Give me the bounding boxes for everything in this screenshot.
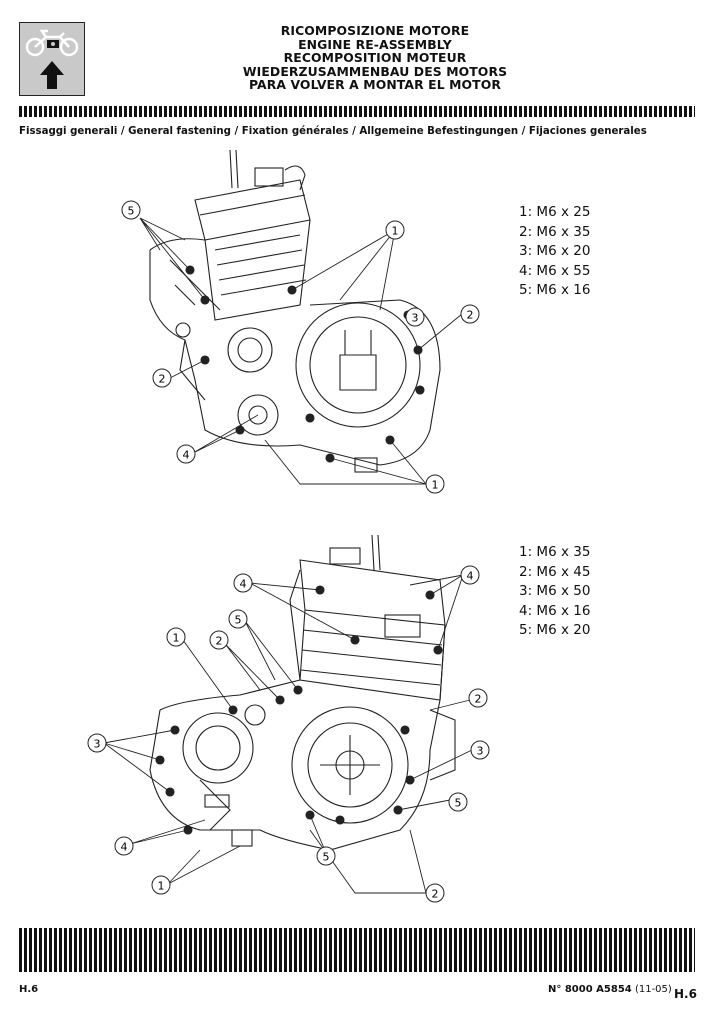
callouts-bottom: 4 4 1 2 5 2 3 3 5 4 5 1 2	[87, 565, 490, 903]
spec-item: 5: M6 x 16	[519, 282, 591, 299]
callout-label: 3	[412, 312, 419, 325]
spec-list-bottom: 1: M6 x 35 2: M6 x 45 3: M6 x 50 4: M6 x…	[519, 543, 590, 641]
engine-section-icon	[19, 22, 85, 96]
spec-item: 1: M6 x 35	[519, 544, 591, 560]
page-number-left: H.6	[19, 984, 39, 995]
callout-label: 5	[235, 614, 242, 627]
doc-date: (11-05)	[634, 984, 672, 995]
spec-list-top: 1: M6 x 25 2: M6 x 35 3: M6 x 20 4: M6 x…	[519, 203, 590, 301]
callout-label: 3	[477, 745, 484, 758]
document-number: N° 8000 A5854 (11-05)	[548, 984, 672, 995]
spec-item: 2: M6 x 35	[519, 223, 591, 240]
header-rule	[19, 106, 695, 117]
callouts-top: 5 1 3 2 2 4 1	[121, 200, 480, 494]
title-es: PARA VOLVER A MONTAR EL MOTOR	[248, 77, 501, 92]
title-fr: RECOMPOSITION MOTEUR	[283, 50, 467, 65]
callout-label: 3	[94, 738, 101, 751]
spec-item: 4: M6 x 16	[519, 602, 591, 619]
callout-label: 1	[432, 479, 439, 492]
callout-label: 5	[128, 205, 135, 218]
callout-label: 2	[216, 635, 223, 648]
title-de: WIEDERZUSAMMENBAU DES MOTORS	[242, 63, 508, 79]
callout-label: 2	[467, 309, 474, 322]
callout-label: 1	[158, 880, 165, 893]
engine-diagram-top: 5 1 3 2 2 4 1	[0, 140, 714, 510]
callout-label: 1	[392, 225, 399, 238]
callout-label: 1	[173, 632, 180, 645]
callout-label: 5	[323, 851, 330, 864]
title-block: RICOMPOSIZIONE MOTORE ENGINE RE-ASSEMBLY…	[175, 24, 575, 92]
callout-label: 2	[475, 693, 482, 706]
motorcycle-engine-icon	[25, 29, 79, 89]
title-it: RICOMPOSIZIONE MOTORE	[280, 23, 470, 38]
callout-label: 4	[240, 578, 247, 591]
engine-diagram-bottom: 4 4 1 2 5 2 3 3 5 4 5 1 2	[0, 530, 714, 915]
callout-label: 5	[455, 797, 462, 810]
title-en: ENGINE RE-ASSEMBLY	[298, 36, 452, 52]
engine-drawing-bottom: 4 4 1 2 5 2 3 3 5 4 5 1 2	[87, 534, 490, 903]
section-subtitle: Fissaggi generali / General fastening / …	[19, 126, 647, 137]
engine-drawing-top: 5 1 3 2 2 4 1	[121, 149, 480, 494]
spec-item: 5: M6 x 20	[519, 622, 591, 639]
page-number-right: H.6	[674, 987, 697, 1001]
doc-number: N° 8000 A5854	[548, 984, 632, 995]
callout-label: 4	[467, 570, 474, 583]
footer-barcode	[19, 928, 695, 972]
spec-item: 1: M6 x 25	[519, 204, 591, 220]
callout-label: 2	[432, 888, 439, 901]
callout-label: 2	[159, 373, 166, 386]
spec-item: 3: M6 x 20	[519, 243, 591, 260]
callout-label: 4	[121, 841, 128, 854]
spec-item: 3: M6 x 50	[519, 583, 591, 600]
spec-item: 4: M6 x 55	[519, 262, 591, 279]
spec-item: 2: M6 x 45	[519, 563, 591, 580]
callout-label: 4	[183, 449, 190, 462]
